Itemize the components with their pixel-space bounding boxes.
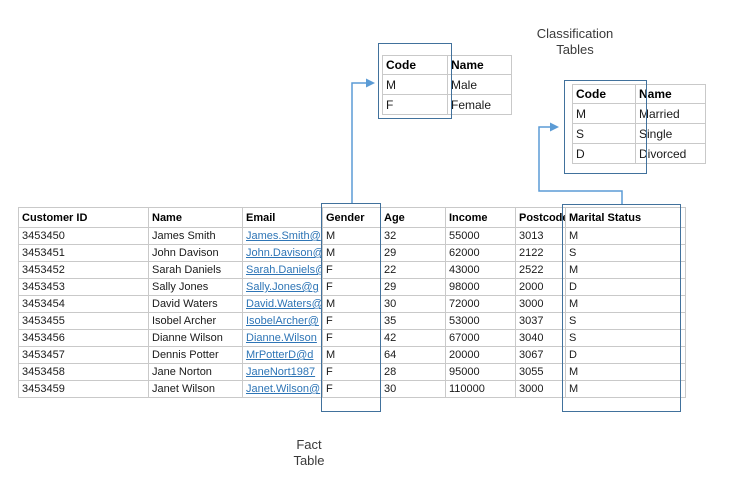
email-link[interactable]: MrPotterD@d (246, 349, 314, 361)
email-link-cell[interactable]: JaneNort1987 (242, 363, 323, 381)
marital-status-column-highlight-rect (562, 204, 681, 412)
column-header: Postcode (515, 207, 566, 228)
column-header: Customer ID (18, 207, 149, 228)
table-cell: 3453452 (18, 261, 149, 279)
email-link[interactable]: IsobelArcher@ (246, 315, 319, 327)
table-cell: M (565, 380, 686, 398)
table-cell: F (322, 380, 381, 398)
table-cell: 3013 (515, 227, 566, 245)
column-header: Age (380, 207, 446, 228)
classification-label-line2: Tables (556, 42, 594, 57)
email-link[interactable]: Dianne.Wilson (246, 332, 317, 344)
fact-table-label: Fact Table (259, 437, 359, 469)
table-cell: 3453459 (18, 380, 149, 398)
marital-code-highlight-rect (564, 80, 647, 174)
table-cell: 3453458 (18, 363, 149, 381)
fact-label-line1: Fact (296, 437, 322, 452)
table-cell: Janet Wilson (148, 380, 243, 398)
column-header: Email (242, 207, 323, 228)
table-cell: 3453456 (18, 329, 149, 347)
email-link-cell[interactable]: Sally.Jones@g (242, 278, 323, 296)
table-cell: Sarah Daniels (148, 261, 243, 279)
classification-label-line1: Classification (536, 26, 614, 41)
email-link-cell[interactable]: Janet.Wilson@ (242, 380, 323, 398)
table-cell: Male (447, 74, 512, 95)
column-header: Name (148, 207, 243, 228)
column-header: Name (635, 84, 706, 104)
table-cell: 64 (380, 346, 446, 364)
table-cell: 110000 (445, 380, 516, 398)
gender-connector-line (351, 82, 366, 203)
gender-code-highlight-rect (378, 43, 452, 119)
email-link[interactable]: James.Smith@ (246, 230, 321, 242)
email-link-cell[interactable]: Sarah.Daniels@ (242, 261, 323, 279)
email-link[interactable]: Sally.Jones@g (246, 281, 319, 293)
email-link[interactable]: John.Davison@ (246, 247, 323, 259)
email-link-cell[interactable]: IsobelArcher@ (242, 312, 323, 330)
table-cell: Divorced (635, 143, 706, 164)
table-cell: 30 (380, 380, 446, 398)
gender-connector-arrow-icon (366, 78, 375, 88)
marital-connector-arrow-icon (550, 122, 559, 132)
email-link-cell[interactable]: John.Davison@ (242, 244, 323, 262)
table-cell: James Smith (148, 227, 243, 245)
email-link[interactable]: JaneNort1987 (246, 366, 316, 378)
fact-label-line2: Table (293, 453, 325, 468)
table-cell: 55000 (445, 227, 516, 245)
classification-tables-label: Classification Tables (505, 26, 645, 58)
marital-connector-line (538, 126, 623, 204)
email-link[interactable]: Sarah.Daniels@ (246, 264, 323, 276)
email-link[interactable]: Janet.Wilson@ (246, 383, 321, 395)
gender-column-highlight-rect (321, 203, 381, 412)
email-link[interactable]: David.Waters@ (246, 298, 323, 310)
table-cell: Female (447, 94, 512, 115)
table-cell: 53000 (445, 312, 516, 330)
